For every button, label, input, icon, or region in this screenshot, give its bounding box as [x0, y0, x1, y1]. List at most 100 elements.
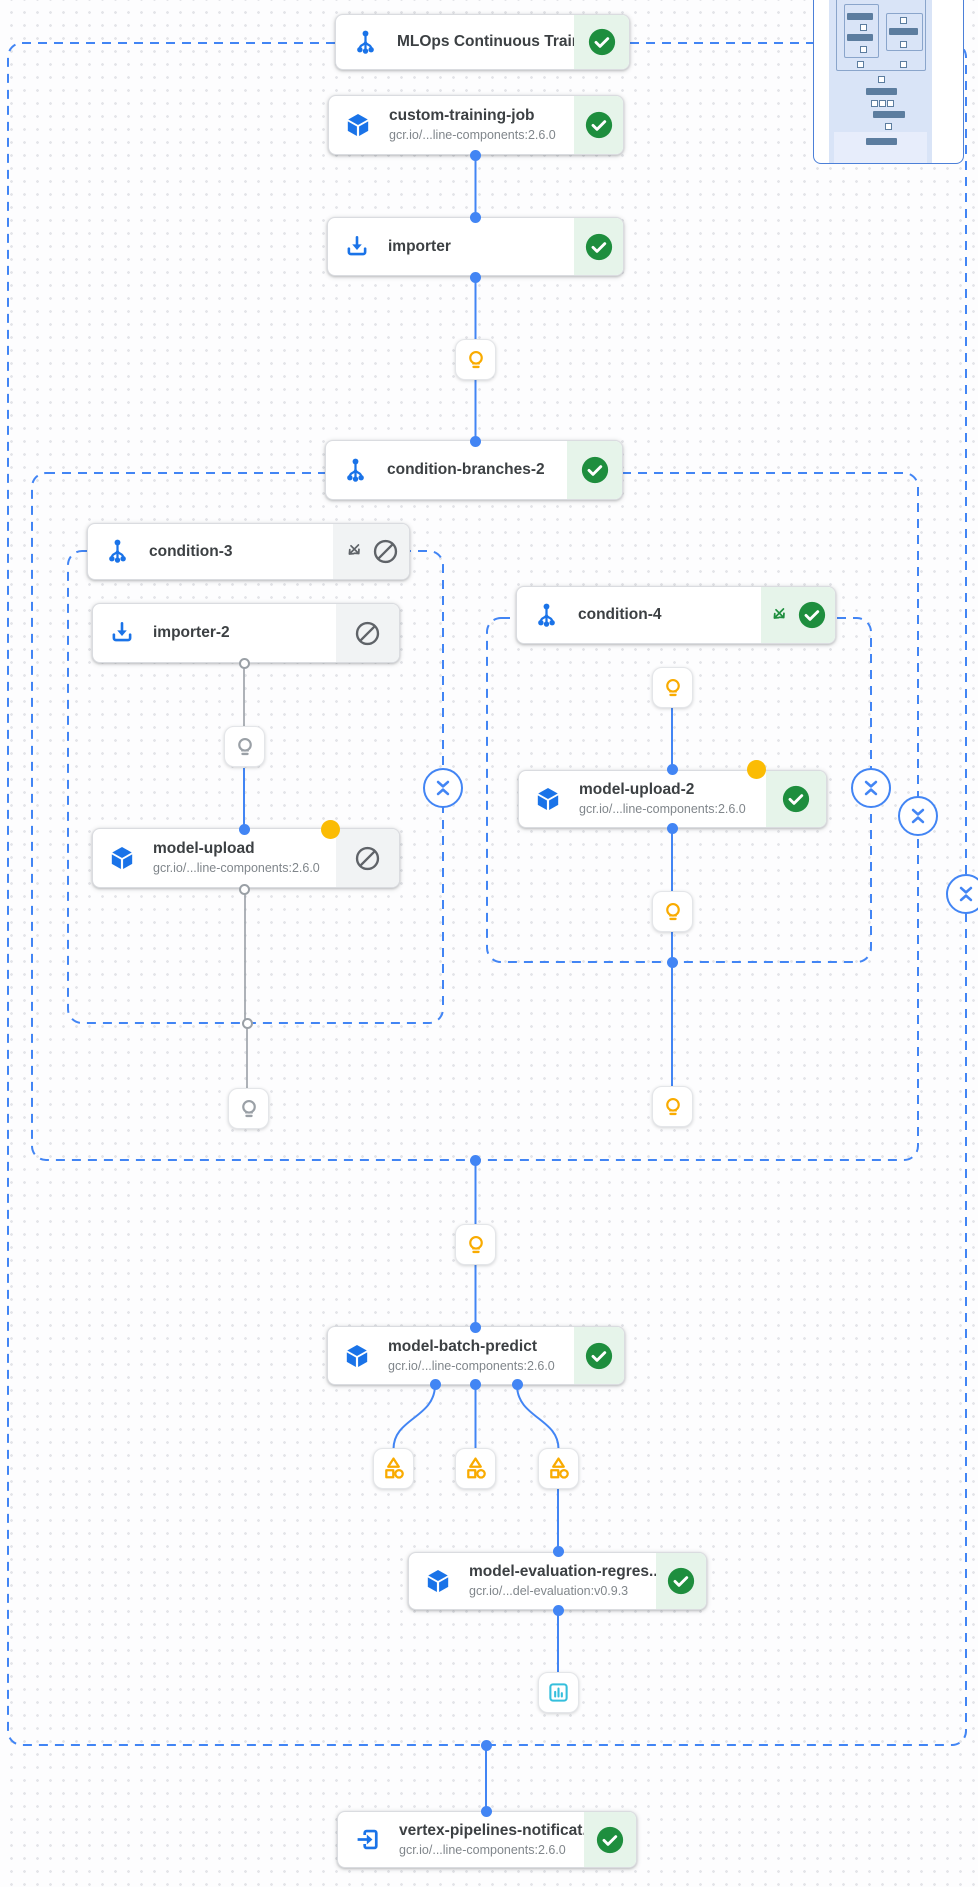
- branch-merge-icon: [769, 605, 790, 626]
- edge-port-dot: [470, 1321, 481, 1333]
- skipped-icon: [354, 620, 381, 647]
- node-vertex-pipelines-notification[interactable]: vertex-pipelines-notificat...gcr.io/...l…: [337, 1811, 637, 1868]
- lightbulb-icon: [463, 1232, 489, 1258]
- node-text: condition-4: [578, 605, 662, 625]
- node-title: model-upload: [153, 840, 255, 857]
- collapse-condition-branches-2-button[interactable]: [898, 796, 938, 836]
- minimap-port-square: [900, 41, 907, 48]
- condition-check-node-bulb-condition-4-bottom[interactable]: [652, 891, 693, 932]
- collapse-mlops-pipeline-button[interactable]: [946, 874, 978, 914]
- minimap-port-square: [871, 100, 878, 107]
- collapse-chevrons-icon: [953, 881, 978, 907]
- minimap-port-square: [900, 61, 907, 68]
- collapse-condition-4-button[interactable]: [851, 768, 891, 808]
- collapse-chevrons-icon: [905, 803, 931, 829]
- node-subtitle: gcr.io/...line-components:2.6.0: [153, 861, 320, 875]
- pipeline-icon: [342, 457, 369, 484]
- node-condition-branches-2[interactable]: condition-branches-2: [325, 440, 623, 500]
- node-model-evaluation-regression[interactable]: model-evaluation-regres...gcr.io/...del-…: [408, 1552, 707, 1610]
- minimap-node-bar: [847, 34, 873, 41]
- artifact-icon: [462, 1455, 489, 1482]
- artifact-3-node[interactable]: [538, 1448, 579, 1489]
- edge: [516, 1384, 560, 1450]
- node-text: MLOps Continuous Traini...: [397, 32, 574, 52]
- node-text: importer-2: [153, 623, 230, 643]
- artifact-icon: [380, 1455, 407, 1482]
- status-section: [567, 441, 622, 499]
- download-icon: [344, 234, 370, 260]
- success-check-icon: [797, 600, 827, 630]
- condition-check-node-bulb-condition-3[interactable]: [224, 726, 265, 767]
- node-title: importer: [388, 237, 451, 255]
- condition-check-node-bulb-main-2[interactable]: [455, 1224, 496, 1265]
- node-importer[interactable]: importer: [327, 217, 624, 276]
- minimap-port-square: [887, 100, 894, 107]
- edge-port-dot: [470, 271, 481, 283]
- pending-output-dot: [320, 819, 340, 839]
- node-text: vertex-pipelines-notificat...gcr.io/...l…: [399, 1821, 584, 1859]
- node-subtitle: gcr.io/...line-components:2.6.0: [579, 802, 746, 816]
- lightbulb-icon: [232, 734, 258, 760]
- condition-check-node-bulb-right-outer[interactable]: [652, 1086, 693, 1127]
- pipeline-icon: [352, 29, 379, 56]
- node-model-upload[interactable]: model-upload gcr.io/...line-components:2.…: [92, 828, 400, 888]
- node-title: condition-branches-2: [387, 461, 545, 478]
- cube-icon: [109, 845, 135, 871]
- status-section: [333, 524, 409, 579]
- cube-icon: [344, 1343, 370, 1369]
- edge: [392, 1384, 436, 1450]
- minimap-group-box: [886, 13, 923, 51]
- status-section: [584, 1812, 636, 1867]
- status-section: [574, 15, 629, 69]
- skipped-icon: [354, 845, 381, 872]
- metrics-artifact-node[interactable]: [538, 1672, 579, 1713]
- edge-port-dot: [666, 956, 678, 968]
- cube-icon: [345, 112, 371, 138]
- skipped-port-dot: [238, 883, 250, 895]
- node-title: importer-2: [153, 624, 230, 641]
- edge-port-dot: [429, 1378, 441, 1390]
- condition-check-node-bulb-condition-4-top[interactable]: [652, 667, 693, 708]
- success-check-icon: [580, 455, 610, 485]
- node-condition-4[interactable]: condition-4: [516, 586, 836, 644]
- edge-port-dot: [666, 822, 678, 834]
- node-title: condition-4: [578, 606, 662, 623]
- node-mlops-title[interactable]: MLOps Continuous Traini...: [335, 14, 630, 70]
- artifact-1-node[interactable]: [373, 1448, 414, 1489]
- minimap-node-bar: [873, 111, 905, 118]
- minimap-port-square: [860, 24, 867, 31]
- node-title: model-evaluation-regres...: [469, 1563, 656, 1580]
- pending-output-dot: [746, 759, 766, 779]
- condition-check-node-bulb-main-1[interactable]: [455, 339, 496, 380]
- edge-port-dot: [470, 1154, 481, 1166]
- skipped-icon: [372, 538, 399, 565]
- success-check-icon: [595, 1825, 625, 1855]
- branch-merge-icon: [344, 541, 365, 562]
- edge-port-dot: [480, 1739, 492, 1751]
- collapse-condition-3-button[interactable]: [423, 768, 463, 808]
- node-condition-3[interactable]: condition-3: [87, 523, 410, 580]
- node-title: model-batch-predict: [388, 1337, 537, 1355]
- status-section: [336, 604, 399, 662]
- cube-icon: [535, 786, 561, 812]
- minimap-node-bar: [889, 28, 918, 35]
- minimap-port-square: [885, 123, 892, 130]
- condition-check-node-bulb-left-outer[interactable]: [228, 1088, 269, 1129]
- artifact-2-node[interactable]: [455, 1448, 496, 1489]
- node-text: condition-3: [149, 542, 233, 562]
- minimap[interactable]: [813, 0, 964, 164]
- node-importer-2[interactable]: importer-2: [92, 603, 400, 663]
- edge-port-dot: [470, 435, 481, 447]
- pipeline-icon: [533, 602, 560, 629]
- success-check-icon: [584, 110, 614, 140]
- pipeline-icon: [104, 538, 131, 565]
- status-section: [761, 587, 835, 643]
- edge-port-dot: [511, 1378, 523, 1390]
- edge-port-dot: [470, 211, 481, 223]
